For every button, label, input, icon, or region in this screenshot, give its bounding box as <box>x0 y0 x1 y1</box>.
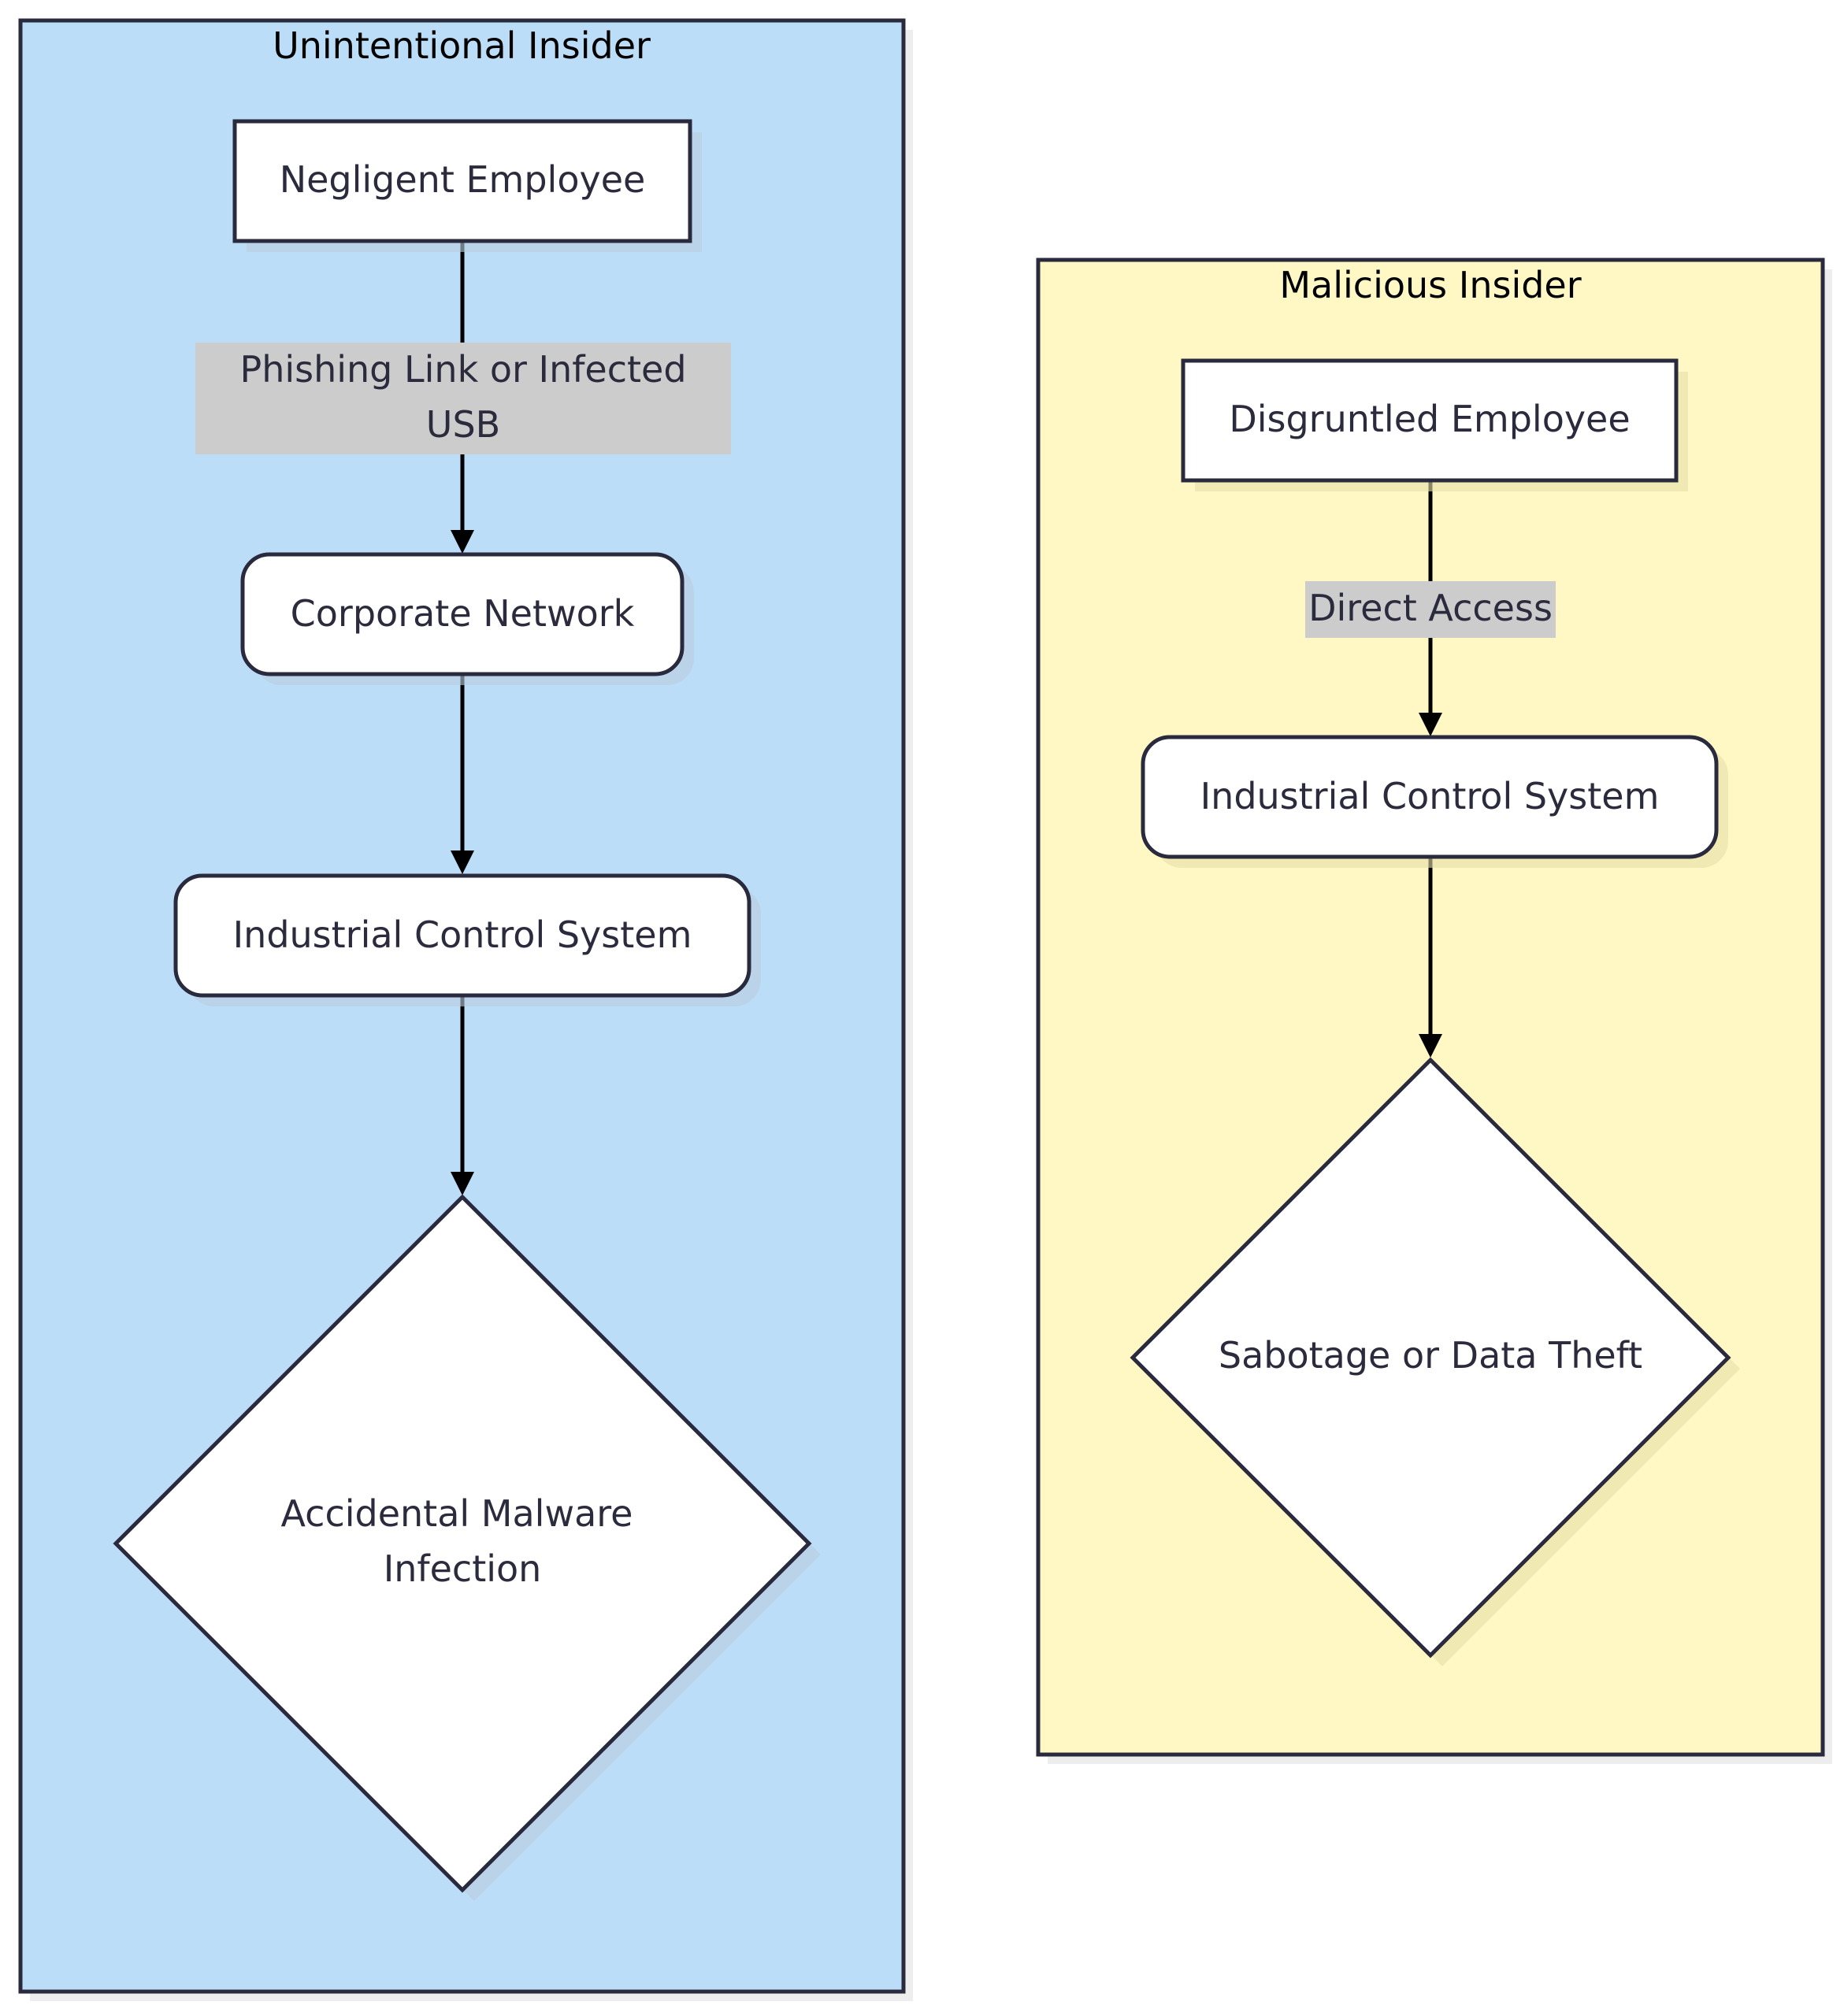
node-ics-unintentional <box>173 873 751 998</box>
node-disgruntled-employee <box>1181 358 1679 483</box>
node-ics-unintentional-label: Industrial Control System <box>233 914 692 956</box>
node-negligent-employee-label: Negligent Employee <box>280 158 646 201</box>
node-corporate-network-label: Corporate Network <box>291 592 635 635</box>
group-malicious-title: Malicious Insider <box>1279 264 1581 306</box>
group-malicious: Malicious Insider Direct Access Disgrunt… <box>1036 258 1832 1764</box>
group-unintentional-title: Unintentional Insider <box>273 24 651 67</box>
edge-label-direct-access-bg <box>1305 581 1556 638</box>
node-negligent-employee <box>232 119 692 243</box>
group-unintentional: Unintentional Insider Phishing Link or I… <box>18 18 913 2001</box>
edge-label-phishing-line1: Phishing Link or Infected <box>239 348 686 391</box>
node-accidental-malware-infection-line2: Infection <box>384 1547 542 1590</box>
node-sabotage-or-data-theft-label: Sabotage or Data Theft <box>1219 1334 1642 1377</box>
edge-label-direct-access: Direct Access <box>1308 587 1553 629</box>
edge-label-phishing-bg <box>195 343 731 454</box>
edge-label-phishing-line2: USB <box>426 403 500 446</box>
node-sabotage-or-data-theft <box>1130 1057 1731 1658</box>
node-disgruntled-employee-label: Disgruntled Employee <box>1229 398 1630 440</box>
node-corporate-network <box>240 552 685 676</box>
node-ics-malicious-label: Industrial Control System <box>1200 775 1660 817</box>
node-ics-malicious <box>1141 735 1719 859</box>
node-accidental-malware-infection <box>113 1194 812 1893</box>
node-accidental-malware-infection-line1: Accidental Malware <box>281 1492 633 1535</box>
